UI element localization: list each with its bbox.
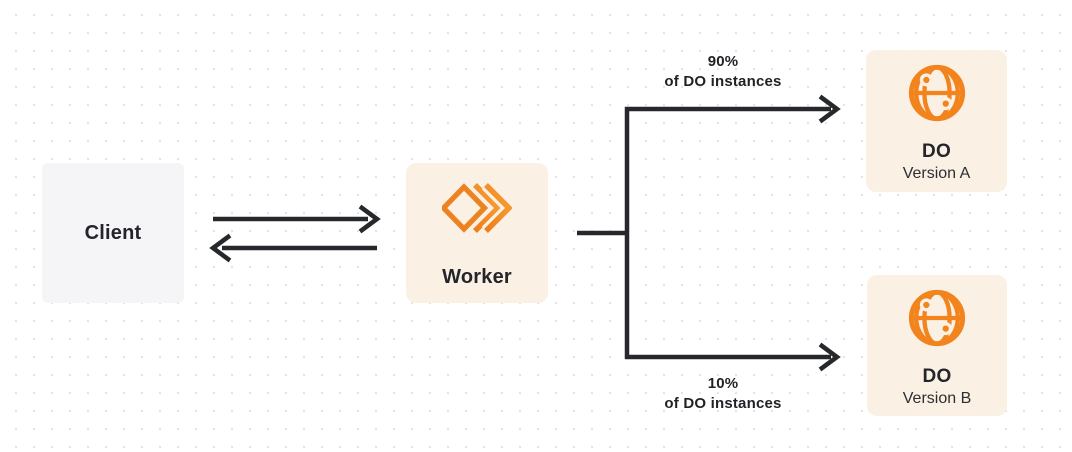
arrowhead-to-do-a-icon (818, 94, 841, 124)
worker-node: Worker (406, 163, 548, 303)
do-version-b-node: DO Version B (867, 275, 1007, 416)
durable-object-globe-icon (908, 64, 965, 122)
split-top-branch-line (624, 106, 831, 359)
client-label: Client (84, 221, 142, 244)
do-version-a-node: DO Version A (866, 50, 1007, 192)
worker-label: Worker (442, 266, 512, 288)
bottom-branch-label: 10% of DO instances (623, 374, 823, 414)
do-b-subtitle: Version B (902, 390, 972, 407)
do-a-subtitle: Version A (902, 165, 971, 182)
top-branch-caption: of DO instances (664, 73, 782, 90)
do-b-title: DO (922, 366, 952, 387)
arrowhead-left-icon (209, 233, 232, 263)
client-node: Client (42, 163, 184, 303)
durable-object-globe-icon (908, 289, 966, 347)
arrowhead-right-icon (358, 204, 381, 234)
bottom-branch-caption: of DO instances (664, 395, 782, 412)
arrowhead-to-do-b-icon (818, 342, 841, 372)
bottom-branch-percent: 10% (707, 375, 739, 392)
cloudflare-workers-icon (442, 180, 512, 236)
top-branch-label: 90% of DO instances (623, 52, 823, 92)
top-branch-percent: 90% (707, 53, 739, 70)
do-a-title: DO (921, 141, 952, 162)
